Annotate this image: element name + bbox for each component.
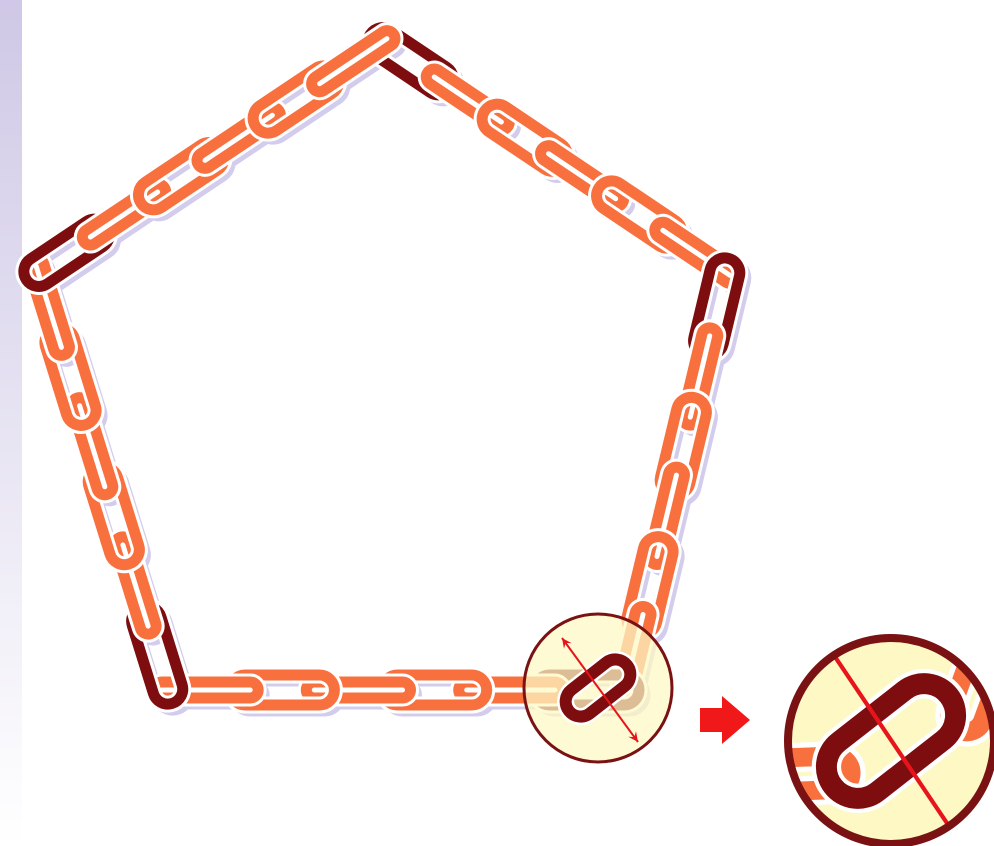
chain-link: [106, 528, 165, 643]
chain-link: [417, 60, 518, 139]
chain-link: [673, 319, 727, 434]
side-gradient-strip: [0, 0, 22, 846]
chain-link: [73, 175, 175, 254]
chain-link: [188, 98, 289, 177]
tension-arrows: [561, 637, 639, 743]
chain-link: [532, 137, 633, 216]
chain-links: [15, 19, 749, 714]
pointer-arrow: [700, 696, 750, 744]
chain-link: [297, 673, 419, 707]
chain-link: [63, 389, 122, 504]
chain-link: [640, 458, 693, 573]
chain-link: [303, 22, 404, 101]
zoom-inset: [784, 634, 994, 846]
zoom-neighbor-link: [788, 741, 866, 808]
